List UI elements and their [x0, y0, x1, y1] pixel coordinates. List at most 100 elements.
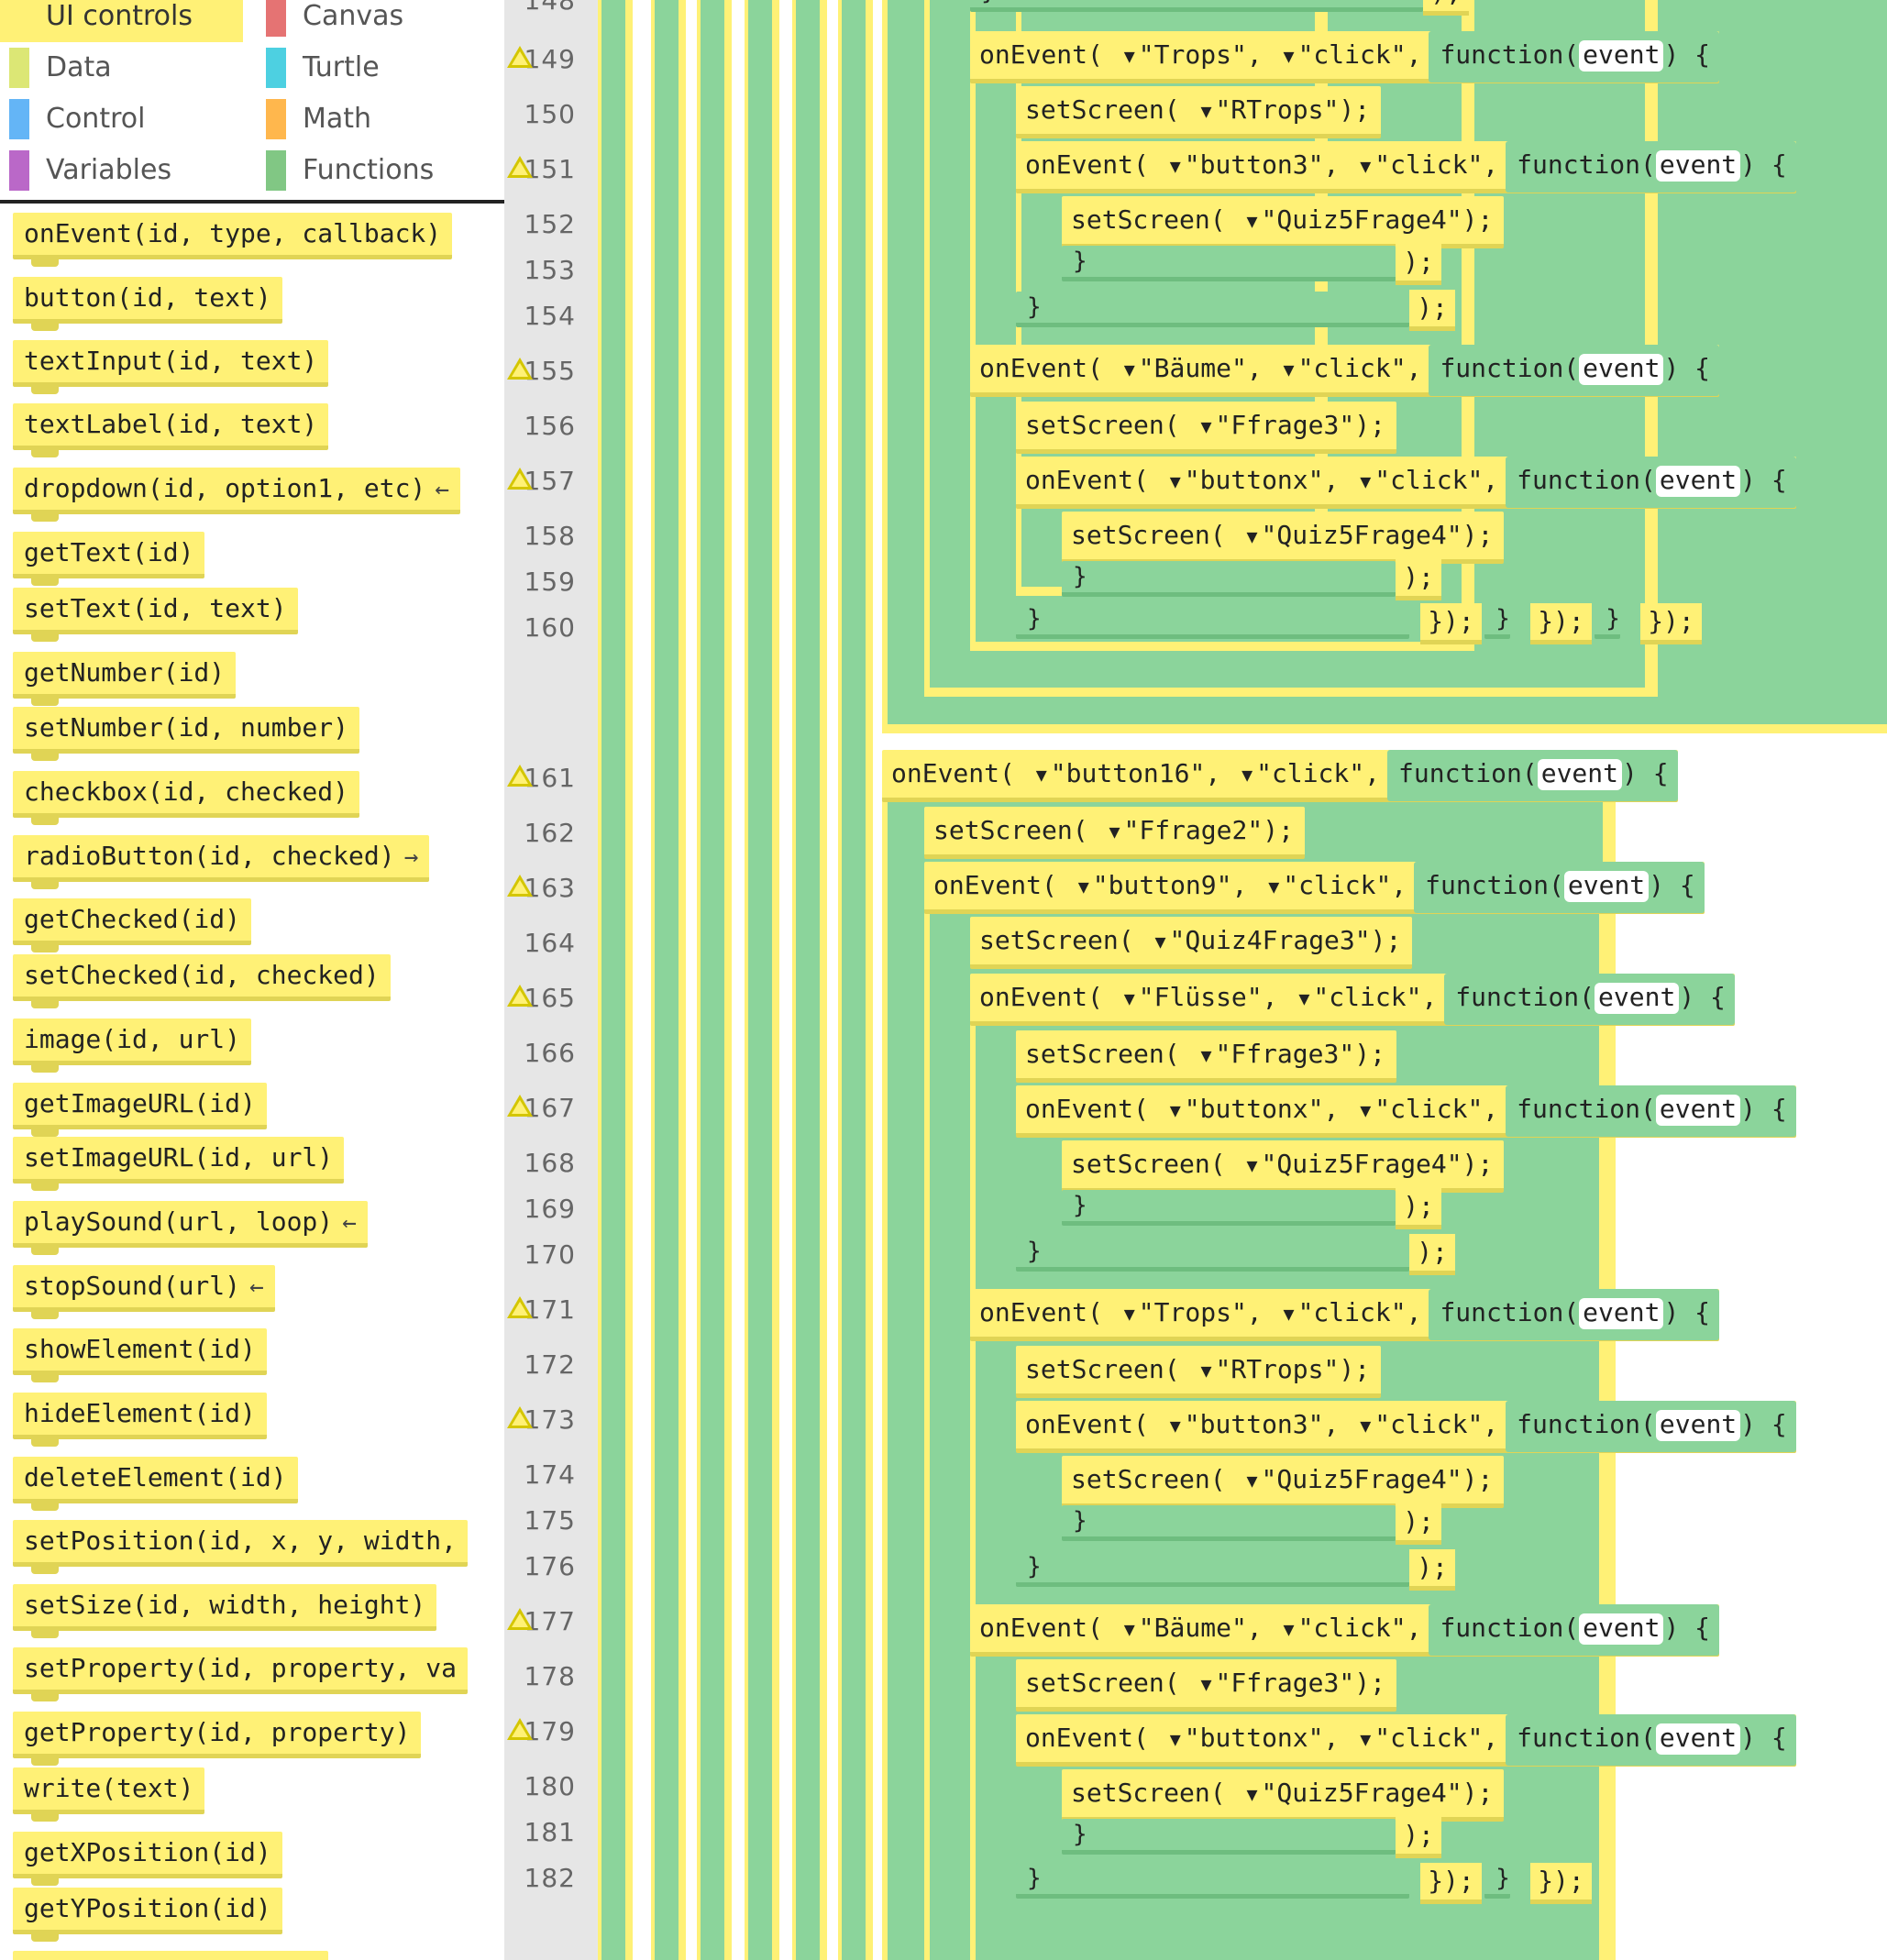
category-turtle[interactable]: Turtle [257, 42, 500, 94]
function-block[interactable]: function(event) { [1506, 141, 1796, 193]
category-data[interactable]: Data [0, 42, 243, 94]
element-id-dropdown[interactable]: "button3" [1184, 1409, 1324, 1439]
onevent-block[interactable]: onEvent( ▼"Trops", ▼"click",function(eve… [970, 1289, 1720, 1341]
palette-block-getchecked[interactable]: getChecked(id) [13, 898, 252, 952]
palette-block-getnumber[interactable]: getNumber(id) [13, 652, 237, 706]
setscreen-block[interactable]: setScreen( ▼"Ffrage3"); [1016, 402, 1396, 454]
setscreen-block[interactable]: setScreen( ▼"RTrops"); [1016, 1346, 1382, 1398]
screen-id-dropdown[interactable]: "RTrops" [1215, 1354, 1340, 1384]
palette-block-hideelement[interactable]: hideElement(id) [13, 1393, 267, 1447]
element-id-dropdown[interactable]: "buttonx" [1184, 1723, 1324, 1753]
function-block[interactable]: function(event) { [1506, 1085, 1796, 1137]
palette-block-setsize[interactable]: setSize(id, width, height) [13, 1584, 437, 1638]
event-type-dropdown[interactable]: "click" [1374, 1409, 1484, 1439]
palette-block-onevent[interactable]: onEvent(id, type, callback) [13, 213, 453, 267]
onevent-block[interactable]: onEvent( ▼"Bäume", ▼"click",function(eve… [970, 345, 1720, 397]
event-type-dropdown[interactable]: "click" [1297, 1297, 1407, 1327]
category-functions[interactable]: Functions [257, 145, 500, 196]
category-variables[interactable]: Variables [0, 145, 243, 196]
screen-id-dropdown[interactable]: "Quiz4Frage3" [1169, 925, 1371, 955]
category-math[interactable]: Math [257, 94, 500, 145]
element-id-dropdown[interactable]: "buttonx" [1184, 465, 1324, 495]
screen-id-dropdown[interactable]: "Ffrage3" [1215, 1668, 1355, 1698]
warning-icon[interactable] [507, 875, 533, 897]
onevent-block[interactable]: onEvent( ▼"Flüsse", ▼"click",function(ev… [970, 974, 1735, 1026]
function-block[interactable]: function(event) { [1429, 345, 1720, 396]
palette-block-showelement[interactable]: showElement(id) [13, 1328, 267, 1382]
code-workspace[interactable]: });onEvent( ▼"Trops", ▼"click",function(… [598, 0, 1887, 1960]
onevent-block[interactable]: onEvent( ▼"button16", ▼"click",function(… [882, 750, 1678, 802]
element-id-dropdown[interactable]: "button16" [1050, 758, 1206, 788]
palette-block-textinput[interactable]: textInput(id, text) [13, 340, 329, 394]
palette-block-setchecked[interactable]: setChecked(id, checked) [13, 954, 391, 1008]
warning-icon[interactable] [507, 1296, 533, 1318]
screen-id-dropdown[interactable]: "Quiz5Frage4" [1261, 520, 1462, 550]
setscreen-block[interactable]: setScreen( ▼"Quiz5Frage4"); [1062, 1456, 1505, 1508]
event-type-dropdown[interactable]: "click" [1374, 1094, 1484, 1124]
category-ui-controls[interactable]: UI controls [0, 0, 243, 42]
event-type-dropdown[interactable]: "click" [1374, 149, 1484, 180]
element-id-dropdown[interactable]: "Trops" [1138, 1297, 1247, 1327]
palette-block-setimageurl[interactable]: setImageURL(id, url) [13, 1137, 345, 1191]
screen-id-dropdown[interactable]: "Ffrage3" [1215, 410, 1355, 440]
event-type-dropdown[interactable]: "click" [1297, 39, 1407, 70]
event-type-dropdown[interactable]: "click" [1313, 982, 1422, 1012]
screen-id-dropdown[interactable]: "RTrops" [1215, 94, 1340, 125]
function-block[interactable]: function(event) { [1429, 1604, 1720, 1656]
function-block[interactable]: function(event) { [1506, 1714, 1796, 1766]
warning-icon[interactable] [507, 985, 533, 1007]
setscreen-block[interactable]: setScreen( ▼"Quiz5Frage4"); [1062, 1769, 1505, 1822]
screen-id-dropdown[interactable]: "Ffrage2" [1123, 815, 1264, 845]
warning-icon[interactable] [507, 358, 533, 380]
onevent-block[interactable]: onEvent( ▼"button9", ▼"click",function(e… [924, 862, 1705, 914]
category-canvas[interactable]: Canvas [257, 0, 500, 42]
palette-block-checkbox[interactable]: checkbox(id, checked) [13, 771, 360, 825]
warning-icon[interactable] [507, 468, 533, 490]
screen-id-dropdown[interactable]: "Ffrage3" [1215, 1039, 1355, 1069]
onevent-block[interactable]: onEvent( ▼"buttonx", ▼"click",function(e… [1016, 457, 1796, 509]
onevent-block[interactable]: onEvent( ▼"buttonx", ▼"click",function(e… [1016, 1085, 1796, 1138]
palette-block-radiobutton[interactable]: radioButton(id, checked)→ [13, 835, 430, 889]
palette-block-getimageurl[interactable]: getImageURL(id) [13, 1083, 267, 1137]
element-id-dropdown[interactable]: "Bäume" [1138, 1613, 1247, 1643]
event-type-dropdown[interactable]: "click" [1283, 870, 1392, 900]
setscreen-block[interactable]: setScreen( ▼"Ffrage2"); [924, 807, 1305, 859]
function-block[interactable]: function(event) { [1414, 862, 1705, 913]
warning-icon[interactable] [507, 1406, 533, 1428]
event-type-dropdown[interactable]: "click" [1256, 758, 1365, 788]
palette-block-write[interactable]: write(text) [13, 1767, 205, 1822]
palette-block-playsound[interactable]: playSound(url, loop)← [13, 1201, 368, 1255]
palette-block-getxposition[interactable]: getXPosition(id) [13, 1832, 282, 1886]
onevent-block[interactable]: onEvent( ▼"button3", ▼"click",function(e… [1016, 141, 1796, 193]
palette-block-button[interactable]: button(id, text) [13, 277, 282, 331]
setscreen-block[interactable]: setScreen( ▼"Quiz5Frage4"); [1062, 512, 1505, 564]
element-id-dropdown[interactable]: "Trops" [1138, 39, 1247, 70]
screen-id-dropdown[interactable]: "Quiz5Frage4" [1261, 1149, 1462, 1179]
function-block[interactable]: function(event) { [1429, 31, 1720, 83]
warning-icon[interactable] [507, 1095, 533, 1117]
palette-block-stopsound[interactable]: stopSound(url)← [13, 1265, 275, 1319]
onevent-block[interactable]: onEvent( ▼"Trops", ▼"click",function(eve… [970, 31, 1720, 83]
palette-block-deleteelement[interactable]: deleteElement(id) [13, 1457, 298, 1511]
onevent-block[interactable]: onEvent( ▼"button3", ▼"click",function(e… [1016, 1401, 1796, 1453]
category-control[interactable]: Control [0, 94, 243, 145]
palette-block-setproperty[interactable]: setProperty(id, property, va [13, 1647, 469, 1701]
palette-block-image[interactable]: image(id, url) [13, 1019, 252, 1073]
element-id-dropdown[interactable]: "buttonx" [1184, 1094, 1324, 1124]
warning-icon[interactable] [507, 1718, 533, 1740]
warning-icon[interactable] [507, 46, 533, 68]
event-type-dropdown[interactable]: "click" [1374, 465, 1484, 495]
palette-block-dropdown[interactable]: dropdown(id, option1, etc)← [13, 468, 460, 522]
warning-icon[interactable] [507, 156, 533, 178]
screen-id-dropdown[interactable]: "Quiz5Frage4" [1261, 1464, 1462, 1494]
function-block[interactable]: function(event) { [1387, 750, 1678, 801]
warning-icon[interactable] [507, 1608, 533, 1630]
function-block[interactable]: function(event) { [1506, 457, 1796, 508]
onevent-block[interactable]: onEvent( ▼"buttonx", ▼"click",function(e… [1016, 1714, 1796, 1767]
function-block[interactable]: function(event) { [1444, 974, 1735, 1025]
onevent-block[interactable]: onEvent( ▼"Bäume", ▼"click",function(eve… [970, 1604, 1720, 1657]
function-block[interactable]: function(event) { [1506, 1401, 1796, 1452]
event-type-dropdown[interactable]: "click" [1374, 1723, 1484, 1753]
screen-id-dropdown[interactable]: "Quiz5Frage4" [1261, 1778, 1462, 1808]
function-block[interactable]: function(event) { [1429, 1289, 1720, 1340]
